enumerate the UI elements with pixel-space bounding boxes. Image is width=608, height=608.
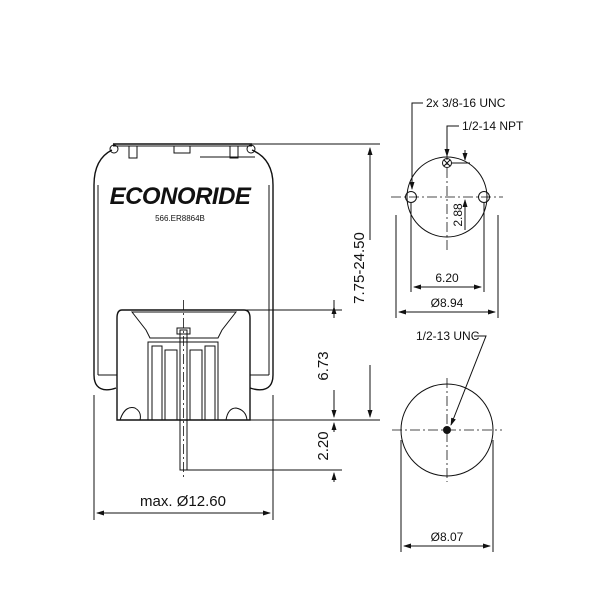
- dim-max-diameter: max. Ø12.60: [140, 493, 226, 510]
- dim-hole-spacing: 6.20: [435, 271, 459, 285]
- mount-hole-right: [478, 191, 490, 203]
- dim-stud-length: 2.20: [315, 431, 332, 460]
- label-mount-thread: 2x 3/8-16 UNC: [426, 96, 506, 110]
- label-stud-thread: 1/2-13 UNC: [416, 329, 480, 343]
- dim-plate-diameter: Ø8.94: [431, 296, 464, 310]
- dim-piston-diameter: Ø8.07: [431, 530, 464, 544]
- top-view: 2x 3/8-16 UNC 1/2-14 NPT 2.88 6.20 Ø8.94: [391, 96, 524, 318]
- label-air-port: 1/2-14 NPT: [462, 119, 524, 133]
- dim-piston-height: 6.73: [315, 351, 332, 380]
- dim-port-offset: 2.88: [451, 203, 465, 227]
- bellows: [93, 149, 274, 391]
- bottom-view: 1/2-13 UNC Ø8.07: [392, 329, 502, 552]
- mount-hole-left: [405, 191, 417, 203]
- side-view: ECONORIDE 566.ER8864B 7.75-24.50 6.73 2: [93, 143, 380, 520]
- brand-logo: ECONORIDE: [110, 183, 252, 210]
- stud-point: [443, 426, 451, 434]
- dim-height-range: 7.75-24.50: [351, 232, 368, 304]
- part-number: 566.ER8864B: [155, 214, 205, 223]
